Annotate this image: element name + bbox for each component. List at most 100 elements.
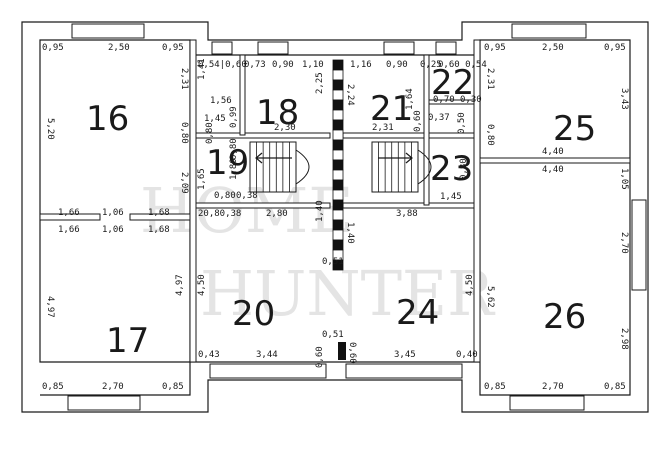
dim-label: 0,80 — [205, 122, 215, 144]
dim-label: 0,60 — [413, 110, 423, 132]
dim-label: 2,70 — [102, 382, 124, 392]
dim-label: 1,45 — [204, 114, 226, 124]
dim-label: 4,40 — [542, 147, 564, 157]
column-base — [338, 342, 346, 360]
dim-label: 1,80 — [229, 158, 239, 180]
dimension-labels: 0,95 2,50 0,95 0,95 2,50 0,95 0,54|0,60 … — [42, 43, 629, 392]
dim-label: 0,25 — [420, 60, 442, 70]
dim-label: 4,40 — [542, 165, 564, 175]
dim-label: 2,31 — [179, 68, 189, 90]
column-segment — [332, 159, 344, 171]
dim-label: 20,80,38 — [198, 209, 241, 219]
dim-label: 0,73 — [244, 60, 266, 70]
dim-label: 1,40 — [345, 222, 355, 244]
window-right-side — [631, 199, 647, 291]
room-24-label: 24 — [396, 293, 439, 333]
room-22-label: 22 — [431, 63, 474, 103]
column-segment — [332, 189, 344, 201]
window-top-mid1 — [211, 41, 233, 55]
dim-label: 0,95 — [162, 43, 184, 53]
dim-label: 2,50 — [108, 43, 130, 53]
dim-label: 1,05 — [619, 168, 629, 190]
dim-label: 1,68 — [148, 208, 170, 218]
dim-label: 5,62 — [485, 286, 495, 308]
dim-label: 0,80 — [459, 158, 469, 180]
dim-label: 0,60 0,54 — [438, 60, 487, 70]
dim-label: 0,80 — [485, 124, 495, 146]
dim-label: 2,31 — [485, 68, 495, 90]
dim-label: 0,37 — [428, 113, 450, 123]
windows — [67, 23, 647, 411]
dim-label: 0,90 — [386, 60, 408, 70]
window-top-left — [71, 23, 145, 39]
window-top-right — [511, 23, 587, 39]
stairs-left — [249, 141, 310, 193]
dim-label: 0,95 — [604, 43, 626, 53]
dim-label: 0,60 — [315, 346, 325, 368]
dim-label: 1,06 — [102, 208, 124, 218]
dim-label: 2,70 — [619, 232, 629, 254]
dim-label: 1,06 — [102, 225, 124, 235]
column-segment — [332, 169, 344, 181]
dim-label: 1,16 — [350, 60, 372, 70]
dim-label: 2,98 — [619, 328, 629, 350]
dim-label: 2,09 — [179, 172, 189, 194]
dim-label: 0,40 — [456, 350, 478, 360]
column-segment — [332, 79, 344, 91]
room-labels: 16 17 18 19 20 21 22 23 24 25 26 — [86, 63, 596, 361]
interior-walls — [39, 39, 631, 363]
dim-label: 1,40 — [315, 200, 325, 222]
window-top-mid3 — [383, 41, 415, 55]
column-segment — [332, 119, 344, 131]
dim-label: 1,65 — [197, 168, 207, 190]
column-segment — [332, 179, 344, 191]
column-segment — [332, 129, 344, 141]
window-bottom-mid2 — [345, 363, 463, 379]
column-segment — [332, 259, 344, 271]
column-segment — [332, 139, 344, 151]
room-25-label: 25 — [553, 109, 596, 149]
dim-label: 2,50 — [542, 43, 564, 53]
room-17-label: 17 — [106, 321, 149, 361]
dim-label: 1,56 — [210, 96, 232, 106]
dim-label: 4,97 — [45, 296, 55, 318]
dim-label: 3,88 — [396, 209, 418, 219]
window-bottom-left — [67, 395, 141, 411]
column-segment — [332, 199, 344, 211]
dim-label: 1,68 — [148, 225, 170, 235]
column-segment — [332, 149, 344, 161]
right-wing-inner — [479, 39, 631, 396]
dim-label: 0,85 — [42, 382, 64, 392]
dim-label: 2,24 — [345, 84, 355, 106]
dim-label: 1,45 — [440, 192, 462, 202]
column-segment — [332, 89, 344, 101]
watermark-home: HOME — [140, 174, 354, 247]
stairs-right — [371, 141, 432, 193]
dim-label: 3,45 — [394, 350, 416, 360]
stair-direction-arrow — [255, 152, 292, 164]
dim-label: 0,95 — [42, 43, 64, 53]
dim-label: 2,30 — [274, 123, 296, 133]
dim-label: 0,50 — [457, 112, 467, 134]
dim-label: 4,50 — [197, 274, 207, 296]
room-16-label: 16 — [86, 99, 129, 139]
dim-label: 0,90 — [272, 60, 294, 70]
window-bottom-mid1 — [209, 363, 327, 379]
column-segment — [332, 109, 344, 121]
column-segment — [332, 99, 344, 111]
dim-label: 0,80 — [214, 191, 236, 201]
stair-direction-arrow — [378, 152, 413, 164]
window-top-mid2 — [257, 41, 289, 55]
dim-label: 0,85 — [604, 382, 626, 392]
dim-label: 0,38 — [236, 191, 258, 201]
dim-label: 1,66 — [58, 208, 80, 218]
window-bottom-right — [509, 395, 585, 411]
window-top-mid4 — [435, 41, 457, 55]
dim-label: 0,99 — [229, 106, 239, 128]
dim-label: 4,50 — [465, 274, 475, 296]
dim-label: 4,97 — [175, 274, 185, 296]
dim-label: 0,51 — [322, 257, 344, 267]
column-segment — [332, 69, 344, 81]
column-segment — [332, 219, 344, 231]
